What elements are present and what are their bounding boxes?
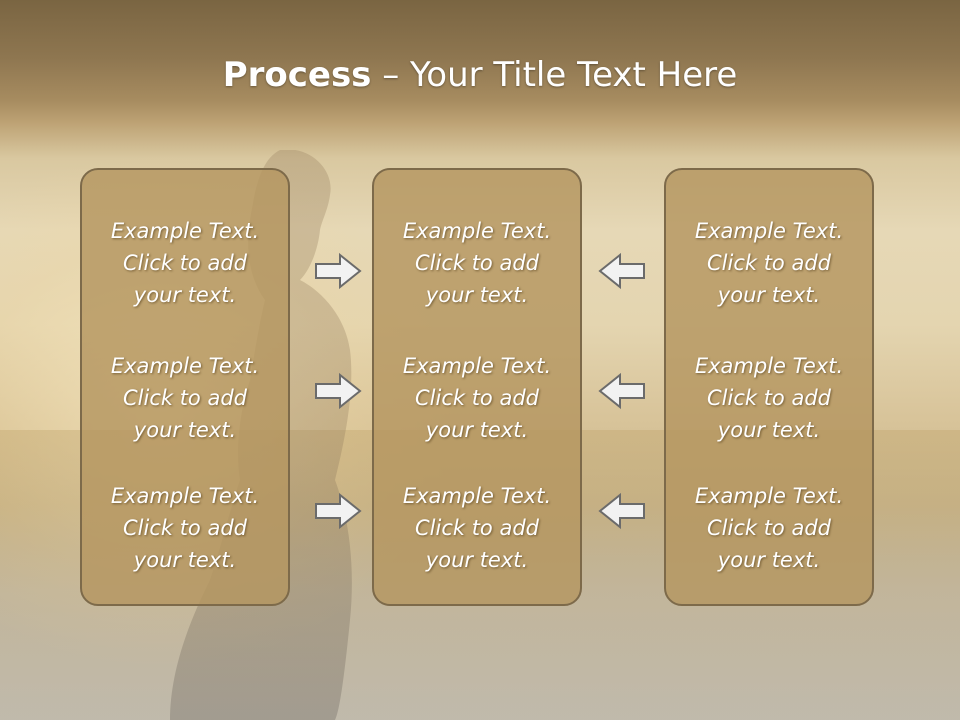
arrow-right-icon <box>315 492 362 530</box>
text-placeholder[interactable]: Example Text. Click to add your text. <box>694 219 844 307</box>
arrow-left-icon <box>598 252 645 290</box>
arrow-right-icon <box>315 372 362 410</box>
text-placeholder[interactable]: Example Text. Click to add your text. <box>694 484 844 572</box>
text-placeholder[interactable]: Example Text. Click to add your text. <box>110 354 260 442</box>
text-placeholder[interactable]: Example Text. Click to add your text. <box>402 219 552 307</box>
title-rest: – Your Title Text Here <box>371 55 738 95</box>
process-box-right[interactable]: Example Text. Click to add your text. Ex… <box>664 168 874 606</box>
arrow-left-icon <box>598 492 645 530</box>
title-bold: Process <box>222 55 372 95</box>
arrow-right-icon <box>315 252 362 290</box>
text-placeholder[interactable]: Example Text. Click to add your text. <box>402 354 552 442</box>
text-placeholder[interactable]: Example Text. Click to add your text. <box>110 219 260 307</box>
process-box-left[interactable]: Example Text. Click to add your text. Ex… <box>80 168 290 606</box>
text-placeholder[interactable]: Example Text. Click to add your text. <box>110 484 260 572</box>
text-placeholder[interactable]: Example Text. Click to add your text. <box>402 484 552 572</box>
slide-title[interactable]: Process – Your Title Text Here <box>0 52 960 98</box>
arrow-left-icon <box>598 372 645 410</box>
process-box-center[interactable]: Example Text. Click to add your text. Ex… <box>372 168 582 606</box>
text-placeholder[interactable]: Example Text. Click to add your text. <box>694 354 844 442</box>
